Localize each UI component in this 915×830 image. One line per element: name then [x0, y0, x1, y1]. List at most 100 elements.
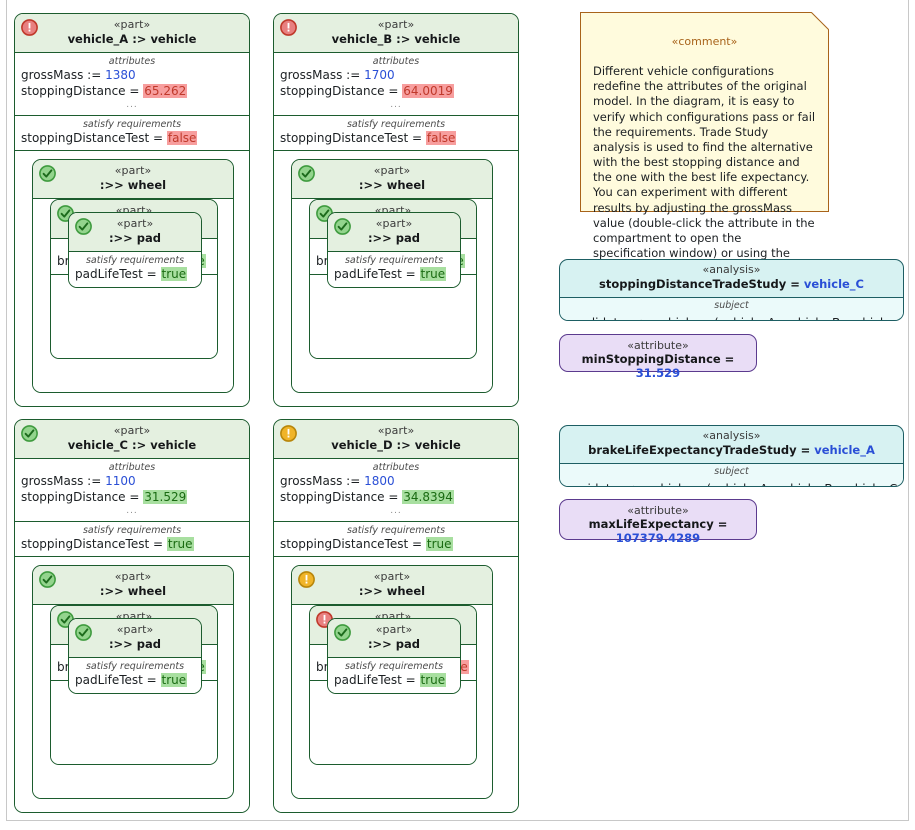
satisfy-compartment: satisfy requirements padLifeTest = true — [328, 251, 460, 287]
part-wheel[interactable]: «part» :>> wheel «part» :>> brake — [32, 565, 234, 799]
analysis-stopping-distance-trade-study[interactable]: «analysis» stoppingDistanceTradeStudy = … — [559, 259, 904, 321]
ok-icon — [298, 165, 315, 182]
comment-note[interactable]: «comment» Different vehicle configuratio… — [580, 12, 829, 275]
part-body: «part» :>> pad satisfy requirements padL… — [51, 212, 217, 358]
part-vehicle-b-header: «part» vehicle_B :> vehicle — [274, 14, 518, 53]
part-wheel[interactable]: «part» :>> wheel «part» :>> brake — [291, 159, 493, 393]
part-wheel[interactable]: «part» :>> wheel «part» :>> brake — [32, 159, 234, 393]
stopping-distance-value: 65.262 — [143, 83, 188, 98]
compartment-title: attributes — [108, 461, 156, 473]
attribute-gross-mass[interactable]: grossMass := 1100 — [21, 474, 243, 490]
part-pad[interactable]: «part» :>> pad satisfy requirements padL… — [68, 212, 202, 288]
test-value: true — [419, 672, 447, 687]
compartment-title: attributes — [372, 461, 420, 473]
satisfy-pad-life-test[interactable]: padLifeTest = true — [75, 266, 195, 283]
satisfy-stopping-distance-test[interactable]: stoppingDistanceTest = true — [280, 536, 512, 553]
gross-mass-value: 1380 — [105, 67, 136, 82]
ok-icon — [75, 218, 92, 235]
satisfy-pad-life-test[interactable]: padLifeTest = true — [334, 672, 454, 689]
stopping-distance-label: stoppingDistance = — [280, 489, 403, 504]
satisfy-stopping-distance-test[interactable]: stoppingDistanceTest = false — [280, 130, 512, 147]
part-stereotype: «part» — [375, 623, 413, 636]
part-name: :>> pad — [367, 230, 421, 245]
more-ellipsis: ... — [390, 99, 402, 110]
part-vehicle-a[interactable]: «part» vehicle_A :> vehicle attributes g… — [14, 13, 250, 407]
ok-icon — [334, 218, 351, 235]
ok-icon — [39, 165, 56, 182]
attribute-stopping-distance[interactable]: stoppingDistance = 65.262 — [21, 83, 243, 100]
part-name: :>> pad — [108, 636, 162, 651]
satisfy-stopping-distance-test[interactable]: stoppingDistanceTest = true — [21, 536, 243, 553]
part-brake[interactable]: «part» :>> brake satisfy requirements br… — [50, 605, 218, 765]
part-brake[interactable]: «part» :>> brake satisfy requirements br… — [50, 199, 218, 359]
part-stereotype: «part» — [375, 217, 413, 230]
ok-icon — [39, 571, 56, 588]
test-label: padLifeTest = — [334, 672, 420, 687]
part-stereotype: «part» — [116, 217, 154, 230]
stopping-distance-value: 34.8394 — [402, 489, 454, 504]
attribute-gross-mass[interactable]: grossMass := 1380 — [21, 68, 243, 84]
attribute-stopping-distance[interactable]: stoppingDistance = 64.0019 — [280, 83, 512, 100]
satisfy-compartment: satisfy requirements padLifeTest = true — [69, 251, 201, 287]
attribute-name: minStoppingDistance = 31.529 — [570, 352, 746, 381]
gross-mass-label: grossMass := — [280, 473, 365, 488]
error-icon — [280, 19, 297, 36]
attribute-gross-mass[interactable]: grossMass := 1700 — [280, 68, 512, 84]
satisfy-pad-life-test[interactable]: padLifeTest = true — [334, 266, 454, 283]
analysis-brake-life-expectancy-trade-study[interactable]: «analysis» brakeLifeExpectancyTradeStudy… — [559, 425, 904, 487]
compartment-title: subject — [714, 299, 749, 311]
attribute-stopping-distance[interactable]: stoppingDistance = 34.8394 — [280, 489, 512, 506]
part-stereotype: «part» — [113, 18, 151, 31]
part-vehicle-c[interactable]: «part» vehicle_C :> vehicle attributes g… — [14, 419, 250, 813]
part-pad[interactable]: «part» :>> pad satisfy requirements padL… — [327, 212, 461, 288]
satisfy-value: false — [166, 130, 198, 145]
satisfy-compartment: satisfy requirements stoppingDistanceTes… — [274, 115, 518, 152]
satisfy-label: stoppingDistanceTest = — [21, 130, 167, 145]
part-name: vehicle_C :> vehicle — [67, 437, 197, 452]
analysis-name: brakeLifeExpectancyTradeStudy = vehicle_… — [564, 443, 899, 458]
gross-mass-value: 1700 — [364, 67, 395, 82]
error-icon — [21, 19, 38, 36]
part-vehicle-c-header: «part» vehicle_C :> vehicle — [15, 420, 249, 459]
part-vehicle-d[interactable]: «part» vehicle_D :> vehicle attributes g… — [273, 419, 519, 813]
satisfy-value: false — [425, 130, 457, 145]
satisfy-stopping-distance-test[interactable]: stoppingDistanceTest = false — [21, 130, 243, 147]
part-wheel-header: «part» :>> wheel — [33, 160, 233, 199]
compartment-title: satisfy requirements — [344, 254, 444, 266]
part-wheel-header: «part» :>> wheel — [292, 160, 492, 199]
part-body: «part» :>> wheel «part» :>> brake — [274, 557, 518, 812]
ok-icon — [75, 624, 92, 641]
part-name: vehicle_D :> vehicle — [331, 437, 461, 452]
part-pad-header: «part» :>> pad — [328, 619, 460, 658]
compartment-title: subject — [714, 465, 749, 477]
attribute-max-life-expectancy[interactable]: «attribute» maxLifeExpectancy = 107379.4… — [559, 499, 757, 545]
attributes-compartment: attributes grossMass := 1700 stoppingDis… — [274, 52, 518, 116]
part-stereotype: «part» — [116, 623, 154, 636]
part-body: «part» :>> brake satisfy requirements br… — [33, 604, 233, 798]
part-name: :>> wheel — [99, 583, 167, 598]
part-pad[interactable]: «part» :>> pad satisfy requirements padL… — [68, 618, 202, 694]
part-body: «part» :>> pad satisfy requirements padL… — [51, 618, 217, 764]
attribute-gross-mass[interactable]: grossMass := 1800 — [280, 474, 512, 490]
part-brake[interactable]: «part» :>> brake satisfy requirements br… — [309, 605, 477, 765]
part-brake[interactable]: «part» :>> brake satisfy requirements br… — [309, 199, 477, 359]
satisfy-compartment: satisfy requirements stoppingDistanceTes… — [15, 521, 249, 558]
analysis-subject-line: canidates :> vehicle = (vehicle_A, vehic… — [566, 482, 903, 486]
part-name: :>> wheel — [99, 177, 167, 192]
satisfy-pad-life-test[interactable]: padLifeTest = true — [75, 672, 195, 689]
more-ellipsis: ... — [390, 505, 402, 516]
attribute-stopping-distance[interactable]: stoppingDistance = 31.529 — [21, 489, 243, 506]
test-label: padLifeTest = — [75, 672, 161, 687]
part-pad-header: «part» :>> pad — [69, 213, 201, 252]
part-vehicle-a-header: «part» vehicle_A :> vehicle — [15, 14, 249, 53]
part-body: «part» :>> wheel «part» :>> brake — [15, 557, 249, 812]
part-body: «part» :>> pad satisfy requirements padL… — [310, 618, 476, 764]
attributes-compartment: attributes grossMass := 1800 stoppingDis… — [274, 458, 518, 522]
part-stereotype: «part» — [373, 570, 411, 583]
attribute-min-stopping-distance[interactable]: «attribute» minStoppingDistance = 31.529 — [559, 334, 757, 380]
part-vehicle-b[interactable]: «part» vehicle_B :> vehicle attributes g… — [273, 13, 519, 407]
part-wheel[interactable]: «part» :>> wheel «part» :>> brake — [291, 565, 493, 799]
part-pad[interactable]: «part» :>> pad satisfy requirements padL… — [327, 618, 461, 694]
part-body: «part» :>> pad satisfy requirements padL… — [310, 212, 476, 358]
